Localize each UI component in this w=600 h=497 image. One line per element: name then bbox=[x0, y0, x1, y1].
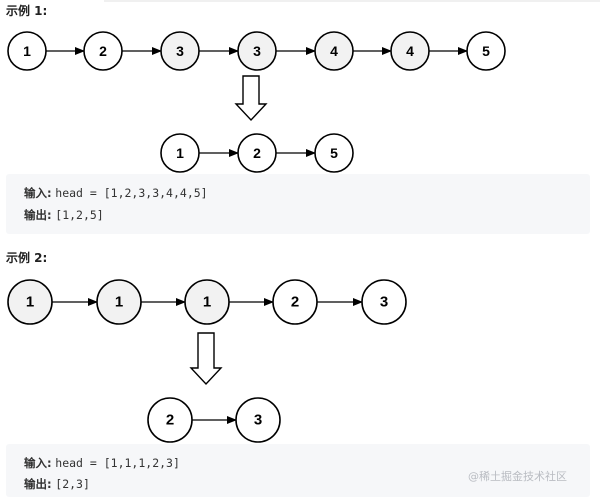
example-2-output-line: 输出: [2,3] bbox=[24, 476, 90, 492]
example-1-output-node: 5 bbox=[314, 133, 354, 173]
node-label: 1 bbox=[115, 294, 123, 311]
node-circle bbox=[83, 31, 123, 71]
example-2-input-node: 1 bbox=[96, 279, 142, 325]
node-label: 3 bbox=[253, 43, 261, 59]
node-label: 5 bbox=[330, 145, 338, 161]
example-1-input-node: 4 bbox=[390, 31, 430, 71]
example-2-output-node: 3 bbox=[235, 397, 281, 443]
output-label: 输出: bbox=[24, 208, 52, 222]
node-label: 2 bbox=[99, 43, 107, 59]
example-2-input-node: 2 bbox=[272, 279, 318, 325]
example-1-input-node: 3 bbox=[237, 31, 277, 71]
example-2-input-line: 输入: head = [1,1,1,2,3] bbox=[24, 455, 180, 471]
example-1-input-line: 输入: head = [1,2,3,3,4,4,5] bbox=[24, 185, 208, 201]
node-circle bbox=[184, 279, 230, 325]
example-1-heading: 示例 1: bbox=[6, 4, 48, 18]
example-2-heading: 示例 2: bbox=[6, 251, 48, 265]
example-1-input-node: 1 bbox=[7, 31, 47, 71]
node-circle bbox=[7, 31, 47, 71]
node-label: 2 bbox=[166, 412, 174, 429]
example-1-output-node: 1 bbox=[160, 133, 200, 173]
node-circle bbox=[7, 279, 53, 325]
node-label: 3 bbox=[380, 294, 388, 311]
input-label: 输入: bbox=[24, 456, 52, 470]
node-label: 1 bbox=[203, 294, 211, 311]
example-1-input-node: 2 bbox=[83, 31, 123, 71]
input-value: head = [1,1,1,2,3] bbox=[55, 456, 180, 470]
node-label: 1 bbox=[23, 43, 31, 59]
node-label: 3 bbox=[176, 43, 184, 59]
node-circle bbox=[466, 31, 506, 71]
node-label: 4 bbox=[330, 43, 338, 59]
node-circle bbox=[237, 31, 277, 71]
example-1-output-line: 输出: [1,2,5] bbox=[24, 207, 104, 223]
example-1-input-node: 4 bbox=[314, 31, 354, 71]
example-2-output-node: 2 bbox=[147, 397, 193, 443]
node-circle bbox=[237, 133, 277, 173]
example-1-input-node: 5 bbox=[466, 31, 506, 71]
top-divider bbox=[104, 0, 600, 2]
node-label: 1 bbox=[176, 145, 184, 161]
node-circle bbox=[160, 133, 200, 173]
input-label: 输入: bbox=[24, 186, 52, 200]
example-2-transform-arrow bbox=[189, 332, 223, 386]
node-label: 2 bbox=[253, 145, 261, 161]
example-1-transform-arrow bbox=[234, 75, 268, 122]
node-label: 2 bbox=[291, 294, 299, 311]
example-1-code-block: 输入: head = [1,2,3,3,4,4,5] 输出: [1,2,5] bbox=[6, 174, 590, 234]
output-value: [2,3] bbox=[55, 477, 90, 491]
node-circle bbox=[160, 31, 200, 71]
example-2-input-node: 1 bbox=[184, 279, 230, 325]
example-2-input-node: 1 bbox=[7, 279, 53, 325]
node-circle bbox=[235, 397, 281, 443]
node-circle bbox=[390, 31, 430, 71]
output-value: [1,2,5] bbox=[55, 208, 104, 222]
node-label: 5 bbox=[482, 43, 490, 59]
input-value: head = [1,2,3,3,4,4,5] bbox=[55, 186, 208, 200]
example-1-output-node: 2 bbox=[237, 133, 277, 173]
node-circle bbox=[314, 133, 354, 173]
node-label: 3 bbox=[254, 412, 262, 429]
node-label: 4 bbox=[406, 43, 414, 59]
watermark: @稀土掘金技术社区 bbox=[468, 470, 567, 483]
node-circle bbox=[361, 279, 407, 325]
node-label: 1 bbox=[26, 294, 34, 311]
example-1-input-node: 3 bbox=[160, 31, 200, 71]
example-2-input-node: 3 bbox=[361, 279, 407, 325]
node-circle bbox=[272, 279, 318, 325]
output-label: 输出: bbox=[24, 477, 52, 491]
node-circle bbox=[96, 279, 142, 325]
example-2-code-block: 输入: head = [1,1,1,2,3] 输出: [2,3] bbox=[6, 444, 590, 497]
node-circle bbox=[314, 31, 354, 71]
node-circle bbox=[147, 397, 193, 443]
